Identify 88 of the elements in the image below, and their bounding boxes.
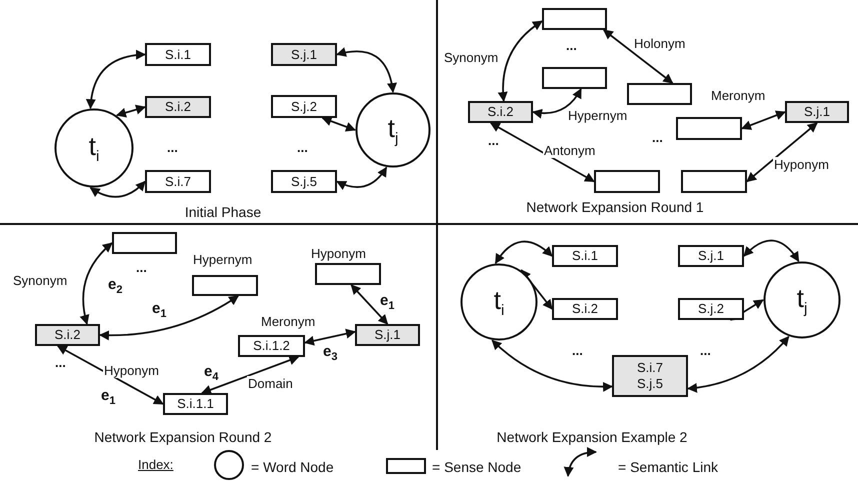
edge-label: Hypernym [192, 252, 254, 267]
semantic-link-arrow [90, 180, 146, 198]
edge-label: Hyponym [773, 157, 830, 172]
ellipsis-text: ... [566, 38, 577, 53]
ellipsis-text: ... [297, 140, 308, 155]
sense-node-label: S.j.2 [290, 98, 317, 114]
empty-sense-node-box [681, 170, 747, 193]
sense-node-label: S.i.2 [164, 99, 191, 115]
sense-node-label: S.j.1 [804, 104, 830, 120]
edge-label: Meronym [710, 88, 766, 103]
semantic-link-arrow [746, 122, 818, 182]
edge-label: Synonym [443, 50, 500, 65]
semantic-link-arrow [86, 50, 146, 110]
sense-node-label: S.j.5 [290, 174, 317, 190]
panel-caption: Network Expansion Example 2 [496, 429, 688, 445]
semantic-link-arrow [532, 88, 582, 118]
ellipsis-text: ... [652, 130, 663, 145]
legend-heading: Index: [138, 457, 174, 472]
panel-caption: Network Expansion Round 1 [526, 199, 704, 215]
ellipsis-text: ... [167, 140, 178, 155]
semantic-link-arrow [116, 104, 146, 118]
panel-caption: Network Expansion Round 2 [94, 429, 272, 445]
semantic-link-arrow [201, 355, 300, 395]
semantic-link-arrow [490, 122, 595, 182]
empty-sense-node-box [676, 117, 742, 140]
empty-sense-node-box [627, 83, 692, 105]
sense-node-label: S.j.2 [698, 301, 724, 317]
sense-node-label: S.i.2 [54, 327, 80, 343]
empty-sense-node-box [542, 67, 607, 89]
semantic-link-arrow [602, 29, 674, 84]
semantic-link-arrow [336, 166, 388, 190]
semantic-link-arrow [687, 336, 790, 393]
ellipsis-text: ... [700, 343, 711, 358]
semantic-link-arrow [322, 116, 356, 132]
semantic-link-arrow [80, 242, 113, 325]
sense-node-label: S.i.1 [572, 248, 598, 264]
ellipsis-text: ... [55, 355, 66, 370]
edge-index-label: e$_{3}$ [323, 343, 338, 363]
sense-node-label: S.i.1.2 [253, 338, 290, 354]
empty-sense-node-box [594, 170, 660, 193]
word-node-circle: t$_{j}$ [763, 261, 841, 339]
legend-text: = Semantic Link [618, 459, 718, 475]
empty-sense-node-box [192, 275, 258, 296]
edge-label: Domain [247, 376, 294, 391]
edge-label: Hypernym [567, 108, 628, 123]
edge-index-label: e$_{2}$ [108, 276, 122, 296]
edge-label: Synonym [12, 273, 68, 288]
semantic-link-arrow [494, 240, 553, 264]
word-node-circle: t$_{i}$ [54, 108, 134, 188]
sense-node-label: S.i.7 [164, 174, 191, 190]
sense-node-label: S.j.1 [374, 327, 400, 343]
semantic-link-arrow [56, 345, 164, 405]
edge-label: Hyponym [103, 363, 160, 378]
semantic-link-arrow [492, 340, 613, 392]
empty-sense-node-box [112, 232, 177, 254]
sense-node-label: S.j.5 [636, 376, 663, 392]
empty-sense-node-box [315, 263, 381, 285]
word-node-circle: t$_{j}$ [355, 92, 431, 168]
sense-node-label: S.j.1 [290, 46, 317, 62]
semantic-link-arrow [350, 284, 388, 325]
edge-label: Meronym [260, 314, 316, 329]
sense-node-label: S.i.2 [487, 104, 514, 120]
legend-text: = Word Node [251, 459, 334, 475]
edge-index-label: e$_{1}$ [152, 300, 166, 320]
word-node-circle: t$_{i}$ [460, 263, 538, 341]
edge-index-label: e$_{4}$ [204, 363, 218, 383]
semantic-link-arrow [304, 328, 356, 346]
semantic-link-arrow [743, 240, 800, 262]
sense-node-label: S.i.1.1 [177, 396, 214, 412]
sense-node-label: S.i.2 [572, 301, 598, 317]
ellipsis-text: ... [488, 133, 499, 148]
semantic-link-arrow [99, 295, 240, 340]
legend-text: = Sense Node [432, 459, 522, 475]
semantic-link-arrow [498, 20, 543, 102]
ellipsis-text: ... [572, 343, 583, 358]
panel-caption: Initial Phase [184, 204, 262, 220]
edge-index-label: e$_{1}$ [380, 292, 394, 312]
ellipsis-text: ... [136, 260, 147, 275]
edge-label: Holonym [633, 36, 686, 51]
sense-node-label: S.i.7 [636, 360, 663, 376]
sense-node-label: S.j.1 [698, 248, 724, 264]
edge-label: Hyponym [310, 246, 367, 261]
sense-node-label: S.i.1 [164, 46, 191, 62]
semantic-link-arrow [741, 110, 786, 130]
edge-label: Antonym [543, 143, 596, 158]
empty-sense-node-box [542, 8, 607, 30]
semantic-link-arrow [336, 48, 397, 93]
edge-index-label: e$_{1}$ [101, 387, 116, 407]
